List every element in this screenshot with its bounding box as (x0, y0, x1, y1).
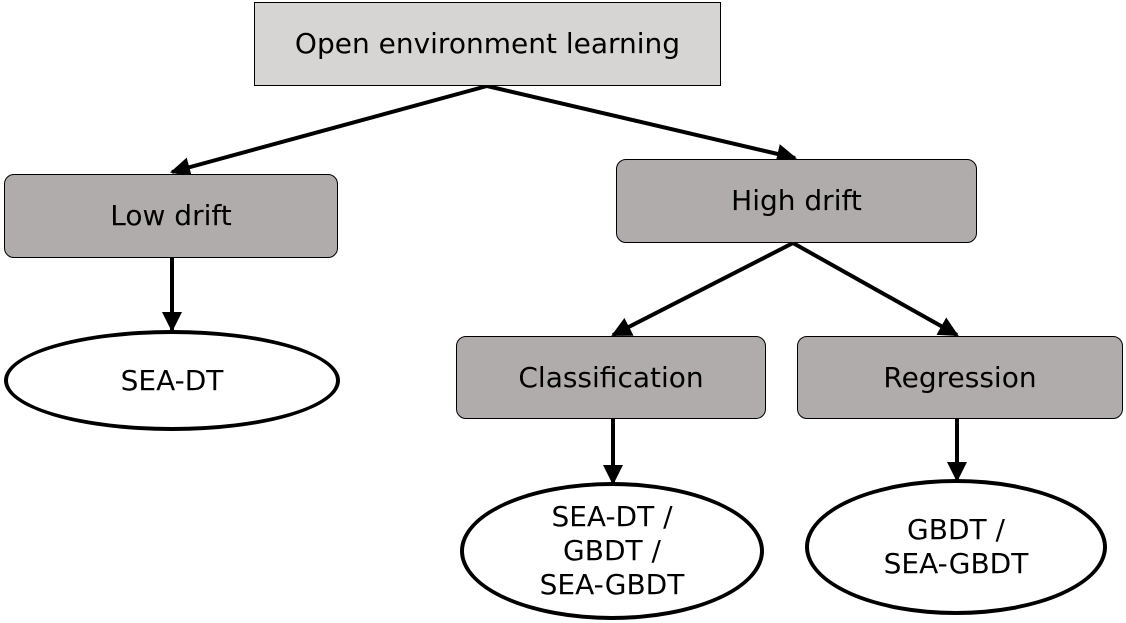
low-drift-node: Low drift (4, 174, 338, 258)
root-node-label: Open environment learning (294, 27, 681, 60)
sea-dt-leaf-node: SEA-DT (4, 330, 340, 431)
edge-root-low-drift (170, 84, 488, 177)
low-drift-label: Low drift (110, 199, 232, 232)
regression-label: Regression (883, 360, 1037, 394)
root-node: Open environment learning (254, 2, 721, 86)
regression-leaf-line: GBDT / (907, 513, 1005, 546)
high-drift-label: High drift (731, 184, 862, 217)
regression-node: Regression (797, 336, 1123, 419)
classification-leaf-line: SEA-GBDT (539, 568, 685, 601)
regression-leaf-node: GBDT / SEA-GBDT (805, 479, 1107, 615)
edge-high-drift-classification (611, 241, 794, 337)
classification-leaf-line: GBDT / (563, 534, 661, 567)
classification-node: Classification (456, 336, 766, 419)
classification-leaf-node: SEA-DT / GBDT / SEA-GBDT (460, 482, 764, 620)
classification-leaf-line: SEA-DT / (551, 500, 673, 533)
regression-leaf-line: SEA-GBDT (883, 547, 1029, 580)
high-drift-node: High drift (616, 159, 977, 243)
sea-dt-leaf-label: SEA-DT (120, 363, 224, 397)
classification-label: Classification (518, 360, 704, 394)
edge-root-high-drift (486, 84, 797, 164)
edge-high-drift-regression (792, 241, 959, 337)
